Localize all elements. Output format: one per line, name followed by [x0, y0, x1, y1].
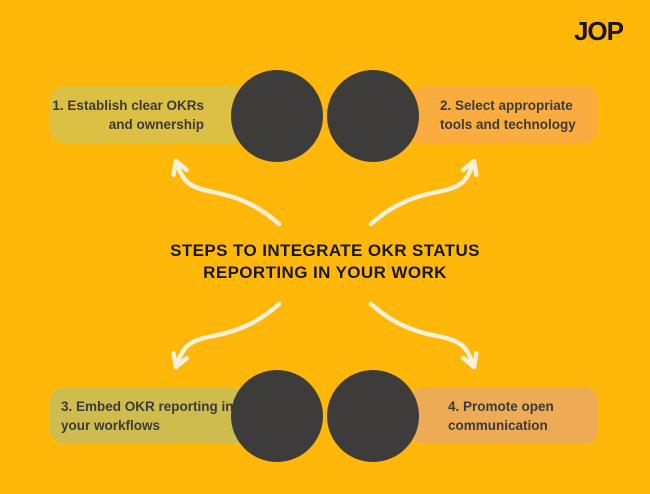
step-4-card: 4. Promote open communication [410, 387, 598, 444]
step-4-label-line-1: 4. Promote open [448, 398, 554, 414]
step-1-card: 1. Establish clear OKRs and ownership [50, 86, 248, 143]
page-title: STEPS TO INTEGRATE OKR STATUS REPORTING … [0, 240, 650, 284]
step-1-label-line-1: 1. Establish clear OKRs [52, 97, 204, 113]
brand-logo: JOP [573, 16, 624, 46]
title-line-2: REPORTING IN YOUR WORK [203, 263, 447, 282]
arrow-to-step-3 [171, 301, 282, 370]
arrow-to-step-4 [368, 301, 479, 370]
step-2-card: 2. Select appropriate tools and technolo… [410, 86, 598, 143]
step-2-label-line-2: tools and technology [440, 116, 576, 132]
step-4-label-line-2: communication [448, 417, 548, 433]
arrow-to-step-2 [368, 158, 479, 227]
step-3-card: 3. Embed OKR reporting in your workflows [50, 387, 248, 444]
step-3-label-line-2: your workflows [61, 417, 161, 433]
step-1-label-line-2: and ownership [108, 116, 204, 132]
step-4-circle [327, 370, 419, 462]
title-line-1: STEPS TO INTEGRATE OKR STATUS [170, 241, 480, 260]
step-1-circle [231, 70, 323, 162]
step-2-label-line-1: 2. Select appropriate [440, 97, 573, 113]
step-2-circle [327, 70, 419, 162]
step-3-circle [231, 370, 323, 462]
arrow-to-step-1 [171, 158, 282, 227]
step-3-label-line-1: 3. Embed OKR reporting in [61, 398, 234, 414]
